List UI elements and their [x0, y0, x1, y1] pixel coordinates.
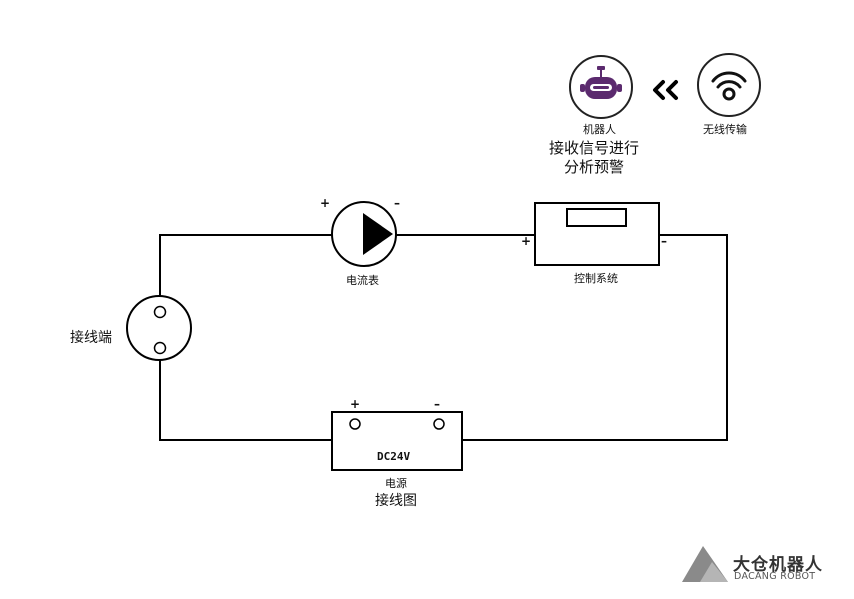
receive-line-1: 接收信号进行	[549, 139, 640, 157]
robot-label: 机器人	[583, 123, 616, 136]
terminal-label: 接线端	[70, 330, 112, 346]
ammeter-symbol	[331, 201, 397, 267]
control-system-label: 控制系统	[574, 272, 618, 285]
power-supply-box	[331, 411, 463, 471]
power-minus-sign: –	[434, 397, 440, 411]
control-minus-sign: –	[661, 234, 667, 248]
receive-analyze-text: 接收信号进行 分析预警	[549, 139, 639, 177]
wire-power-to-terminal	[159, 358, 332, 441]
wires	[159, 234, 728, 441]
logo-english-text: DACANG ROBOT	[734, 571, 816, 582]
ammeter-minus-sign: –	[394, 196, 400, 210]
receive-line-2: 分析预警	[564, 158, 625, 176]
wire-control-to-power	[462, 234, 728, 441]
terminal-hole-top	[153, 305, 167, 319]
ammeter-label: 电流表	[346, 274, 379, 287]
wireless-icon	[697, 53, 761, 117]
wire-terminal-to-ammeter	[159, 234, 332, 298]
logo-chinese-text: 大仓机器人	[733, 555, 823, 575]
power-terminal-plus	[349, 418, 361, 430]
power-terminal-minus	[433, 418, 445, 430]
terminal-hole-bottom	[153, 341, 167, 355]
control-plus-sign: +	[521, 234, 532, 248]
double-chevron-left-icon	[653, 80, 678, 100]
wireless-label: 无线传输	[703, 123, 747, 136]
ammeter-arrow-icon	[363, 213, 393, 255]
terminal-connector	[126, 295, 192, 361]
power-plus-sign: +	[350, 397, 361, 411]
robot-icon	[569, 55, 633, 119]
power-label: 电源	[385, 477, 407, 490]
control-display-window	[566, 208, 627, 227]
diagram-title: 接线图	[375, 493, 417, 509]
control-system-box	[534, 202, 660, 266]
ammeter-plus-sign: +	[320, 196, 331, 210]
power-voltage-label: DC24V	[377, 450, 411, 463]
dacang-logo-mark	[682, 546, 728, 582]
